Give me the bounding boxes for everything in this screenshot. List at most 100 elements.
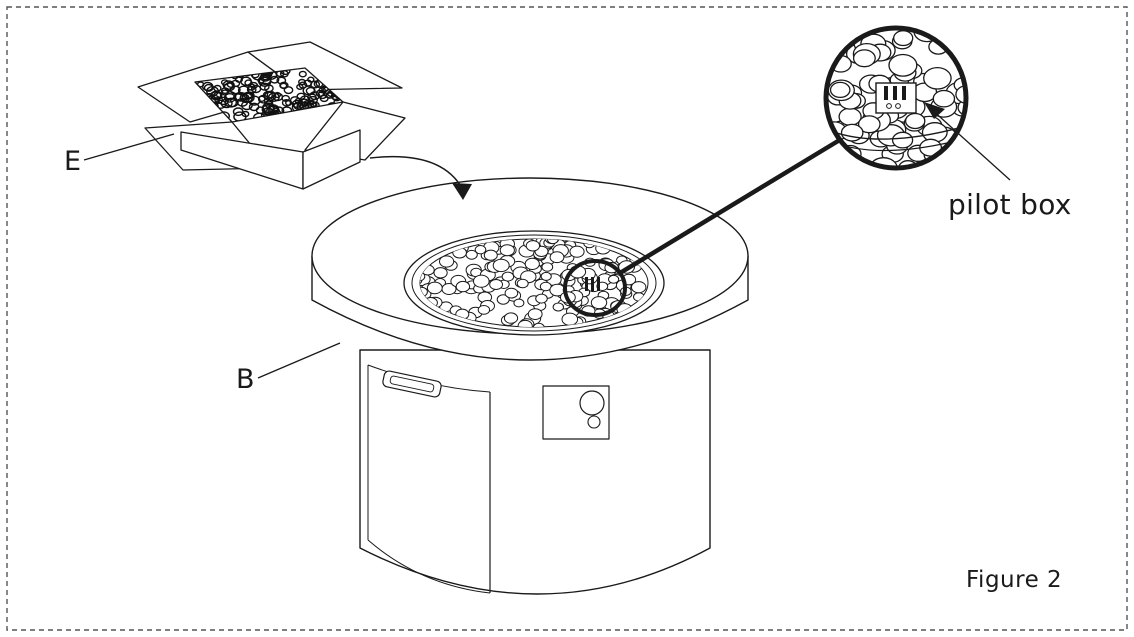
lava-rock — [561, 312, 579, 326]
part-label-e: E — [64, 146, 82, 177]
lava-rock — [307, 76, 315, 83]
lava-rock — [291, 99, 302, 109]
lava-rock — [527, 308, 543, 321]
lava-rock — [955, 84, 966, 105]
lava-rock — [608, 274, 620, 284]
lava-rock — [501, 271, 515, 282]
lava-rock — [296, 92, 306, 101]
lava-rock — [246, 85, 257, 94]
lava-rock — [852, 49, 876, 68]
lava-rock — [283, 86, 294, 95]
lava-rock — [517, 319, 533, 327]
lava-rock — [261, 104, 275, 115]
lava-rock — [273, 91, 282, 99]
lava-rock — [888, 53, 918, 77]
lava-rock — [240, 100, 253, 111]
lava-rock — [329, 103, 339, 111]
lava-rock — [540, 271, 552, 281]
lava-rock — [299, 108, 311, 118]
lava-rock — [333, 89, 343, 99]
lava-rock — [298, 70, 307, 78]
lava-rock — [266, 90, 276, 99]
lava-rock — [201, 81, 214, 92]
lava-rock — [232, 93, 244, 102]
lava-rock — [891, 131, 914, 149]
lava-rock — [279, 70, 289, 78]
lava-rock — [339, 91, 343, 101]
lava-rock — [541, 262, 554, 272]
magnifier — [563, 25, 969, 317]
ignition-knob-icon — [579, 390, 605, 416]
lava-rock — [249, 81, 259, 89]
arrowheads — [452, 102, 945, 200]
lava-rock — [516, 278, 529, 289]
lava-rock — [840, 123, 864, 142]
leader-line-pilot — [929, 107, 1011, 181]
pilot-box-label: pilot box — [948, 188, 1072, 221]
lava-rock — [590, 296, 608, 310]
lava-rock — [477, 305, 491, 315]
lava-rock — [316, 107, 328, 117]
lava-rock — [237, 85, 250, 95]
lava-rock — [483, 249, 498, 261]
lava-rock — [298, 81, 308, 89]
lava-rock — [923, 66, 952, 90]
lava-rock — [829, 81, 851, 99]
pilot-box-detail — [585, 277, 600, 291]
lava-rock — [293, 101, 304, 111]
lava-rock — [489, 279, 504, 290]
lava-rock — [281, 99, 292, 107]
lava-rock — [455, 280, 471, 293]
lava-rock-box — [137, 41, 406, 190]
lava-rock — [276, 76, 287, 85]
leader-line-e — [83, 133, 175, 161]
leader-lines — [83, 107, 1011, 379]
lava-rock — [210, 91, 222, 100]
lava-rock — [893, 30, 914, 47]
lava-rock — [474, 245, 487, 255]
lava-rock — [257, 77, 265, 84]
lava-rock — [552, 302, 564, 312]
lava-rock — [904, 112, 926, 130]
lava-rock — [932, 89, 956, 108]
pilot-arrow-head-icon — [924, 102, 945, 119]
lava-rock — [297, 101, 306, 108]
insert-arrow-head-icon — [452, 183, 472, 200]
lava-rock — [499, 244, 515, 257]
lava-rock — [279, 81, 289, 90]
lava-rock — [223, 82, 236, 92]
lava-rock — [857, 115, 881, 134]
leader-line-b — [257, 342, 341, 379]
lava-rock — [535, 293, 548, 304]
lava-rock — [569, 245, 585, 258]
lava-rock — [426, 281, 443, 295]
lava-rock — [549, 251, 565, 264]
part-label-b: B — [236, 364, 255, 395]
lava-rock — [262, 90, 274, 100]
lava-rock — [224, 97, 238, 108]
figure-caption: Figure 2 — [966, 567, 1063, 593]
lava-rock — [492, 258, 510, 273]
lava-rock — [532, 322, 545, 327]
lava-rock — [838, 107, 862, 126]
lava-rock — [220, 98, 233, 109]
lava-rock — [240, 76, 252, 87]
lava-rock — [496, 294, 510, 305]
lava-rock — [433, 267, 448, 279]
lava-rock — [513, 298, 525, 308]
lava-rock — [223, 93, 236, 103]
lava-rock — [525, 240, 541, 252]
magnified-pilot-box — [827, 82, 966, 152]
lava-rock — [281, 94, 291, 102]
lava-rock — [302, 85, 316, 96]
lava-rock — [631, 281, 647, 294]
lava-rock — [503, 312, 519, 324]
lava-rock — [524, 257, 540, 270]
insert-arrow — [369, 155, 463, 189]
lava-rock — [248, 102, 260, 112]
lava-rock — [504, 287, 519, 299]
lava-rock — [439, 255, 455, 268]
lava-rock — [473, 274, 490, 288]
figure-border — [6, 6, 1128, 631]
